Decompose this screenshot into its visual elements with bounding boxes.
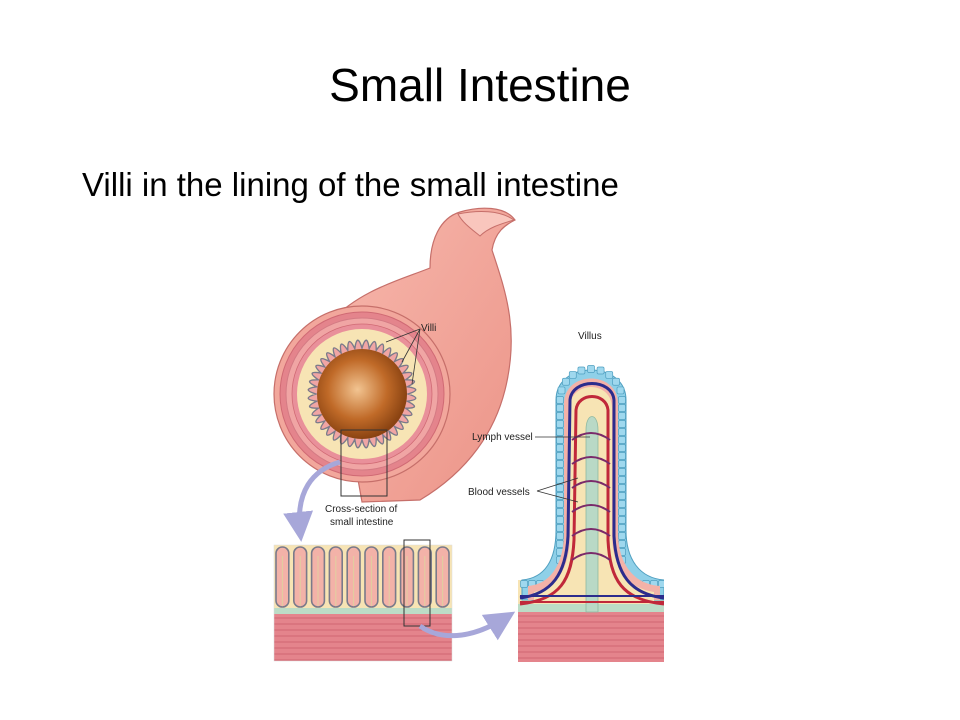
capillary-loop	[571, 528, 611, 537]
vein	[519, 382, 664, 600]
epithelium-cell	[605, 371, 614, 379]
epithelium-cell	[556, 500, 564, 508]
epithelium-cell	[618, 428, 626, 436]
epithelium-cell	[562, 377, 570, 386]
epithelium-cell	[618, 484, 626, 492]
label-lymph-vessel: Lymph vessel	[472, 432, 533, 443]
page-title: Small Intestine	[329, 59, 631, 111]
epithelium-cell	[618, 540, 626, 548]
epithelium-cell	[556, 532, 564, 540]
lymph-vessel	[585, 416, 599, 613]
intestine-tube	[273, 207, 516, 503]
epithelium-cell	[557, 386, 566, 395]
label-villus: Villus	[578, 331, 602, 342]
cross-section-tile	[274, 545, 452, 661]
epithelium-cell	[556, 516, 564, 524]
capillary-loop	[571, 480, 611, 489]
capillary-loop	[571, 552, 611, 561]
capillary-loop	[571, 432, 611, 441]
epithelium-cell	[556, 452, 564, 460]
epithelium-cell	[556, 444, 564, 452]
epithelium-cell	[577, 366, 586, 375]
epithelium-cell	[556, 428, 564, 436]
epithelium-cell	[658, 580, 664, 588]
villus-detail	[518, 365, 664, 662]
epithelium-cell	[618, 396, 626, 404]
epithelium-cell	[618, 420, 626, 428]
epithelium-cell	[556, 412, 564, 420]
epithelium-cell	[556, 484, 564, 492]
zoom-box-tile	[403, 539, 431, 627]
epithelium-cell	[616, 386, 625, 395]
label-villi: Villi	[421, 323, 436, 334]
epithelium-cell	[618, 516, 626, 524]
epithelium-cell	[596, 366, 605, 375]
epithelium-cell	[618, 444, 626, 452]
epithelium-cell	[556, 420, 564, 428]
lumen	[317, 349, 407, 439]
epithelium-cell	[618, 436, 626, 444]
epithelium-cell	[568, 371, 577, 379]
epithelium-cell	[556, 492, 564, 500]
epithelium-cell	[556, 468, 564, 476]
epithelium-cell	[618, 500, 626, 508]
artery	[519, 395, 664, 606]
epithelium-cell	[618, 460, 626, 468]
epithelium-cell	[618, 508, 626, 516]
epithelium-cell	[556, 436, 564, 444]
epithelium-cell	[556, 524, 564, 532]
epithelium-cell	[618, 492, 626, 500]
epithelium-cell	[618, 412, 626, 420]
epithelium-cell	[587, 365, 595, 373]
label-cross-section-2: small intestine	[330, 517, 394, 528]
epithelium-cell	[556, 540, 564, 548]
capillary-loop	[571, 504, 611, 513]
epithelium-cell	[618, 476, 626, 484]
epithelium-cell	[556, 476, 564, 484]
epithelium-cell	[556, 460, 564, 468]
bullet-text: Villi in the lining of the small intesti…	[82, 166, 619, 203]
epithelium-cell	[556, 404, 564, 412]
arrow-to-cross-section	[283, 459, 341, 542]
epithelium-cell	[618, 532, 626, 540]
label-cross-section-1: Cross-section of	[325, 504, 397, 515]
capillary-loop	[571, 456, 611, 465]
arrow-to-villus	[418, 611, 516, 641]
epithelium-cell	[556, 396, 564, 404]
label-blood-vessels: Blood vessels	[468, 487, 530, 498]
epithelium-cell	[612, 377, 620, 386]
epithelium-cell	[618, 404, 626, 412]
zoom-box-tube	[340, 429, 388, 497]
epithelium-cell	[556, 508, 564, 516]
epithelium-cell	[618, 468, 626, 476]
epithelium-cell	[520, 580, 528, 588]
epithelium-cell	[618, 452, 626, 460]
epithelium-cell	[618, 524, 626, 532]
